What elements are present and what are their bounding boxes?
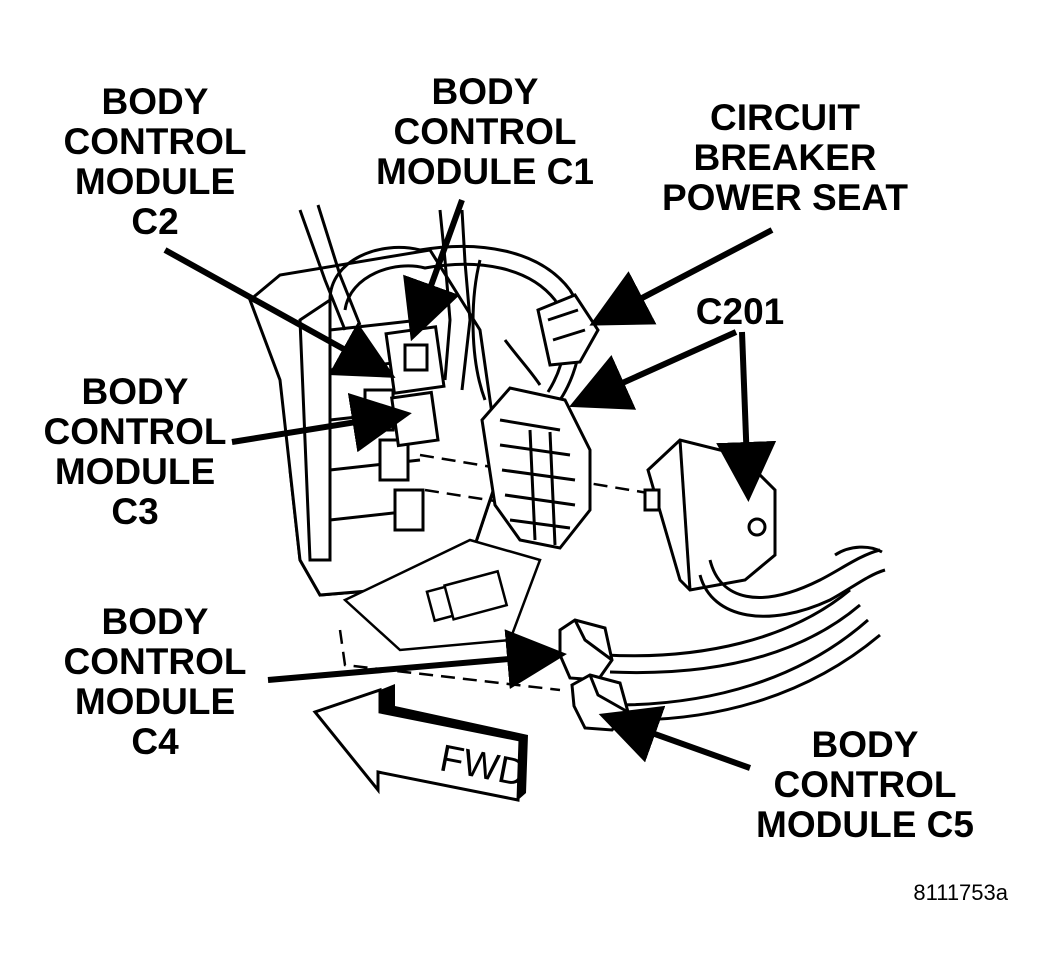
figure-id: 8111753a (913, 880, 1008, 905)
bcm-c4-connector (558, 618, 614, 682)
arrow-bcm-c1 (403, 198, 465, 342)
arrow-bcm-c5 (598, 705, 752, 771)
harness-right (604, 545, 886, 722)
bcm-c3-connector (390, 390, 440, 448)
label-bcm-c1: BODY CONTROL MODULE C1 (376, 71, 594, 192)
arrow-circuit-breaker (589, 227, 774, 326)
arrow-c201-left (569, 329, 738, 410)
circuit-breaker (536, 293, 600, 367)
leader-arrows (163, 198, 777, 771)
arrow-bcm-c2 (163, 247, 396, 378)
label-bcm-c2: BODY CONTROL MODULE C2 (63, 81, 247, 242)
arrow-bcm-c4 (267, 629, 567, 690)
bcm-c1-connector (384, 325, 446, 395)
c201-connector-left (480, 386, 592, 550)
label-c201: C201 (695, 291, 785, 332)
arrow-c201-right (716, 331, 777, 502)
label-circuit-breaker: CIRCUIT BREAKER POWER SEAT (662, 97, 908, 218)
arrow-bcm-c3 (231, 392, 412, 453)
fwd-arrow: FWD (312, 684, 529, 802)
label-bcm-c4: BODY CONTROL MODULE C4 (63, 601, 247, 762)
label-bcm-c3: BODY CONTROL MODULE C3 (43, 371, 227, 532)
label-bcm-c5: BODY CONTROL MODULE C5 (756, 724, 974, 845)
c201-connector-right (643, 438, 777, 592)
